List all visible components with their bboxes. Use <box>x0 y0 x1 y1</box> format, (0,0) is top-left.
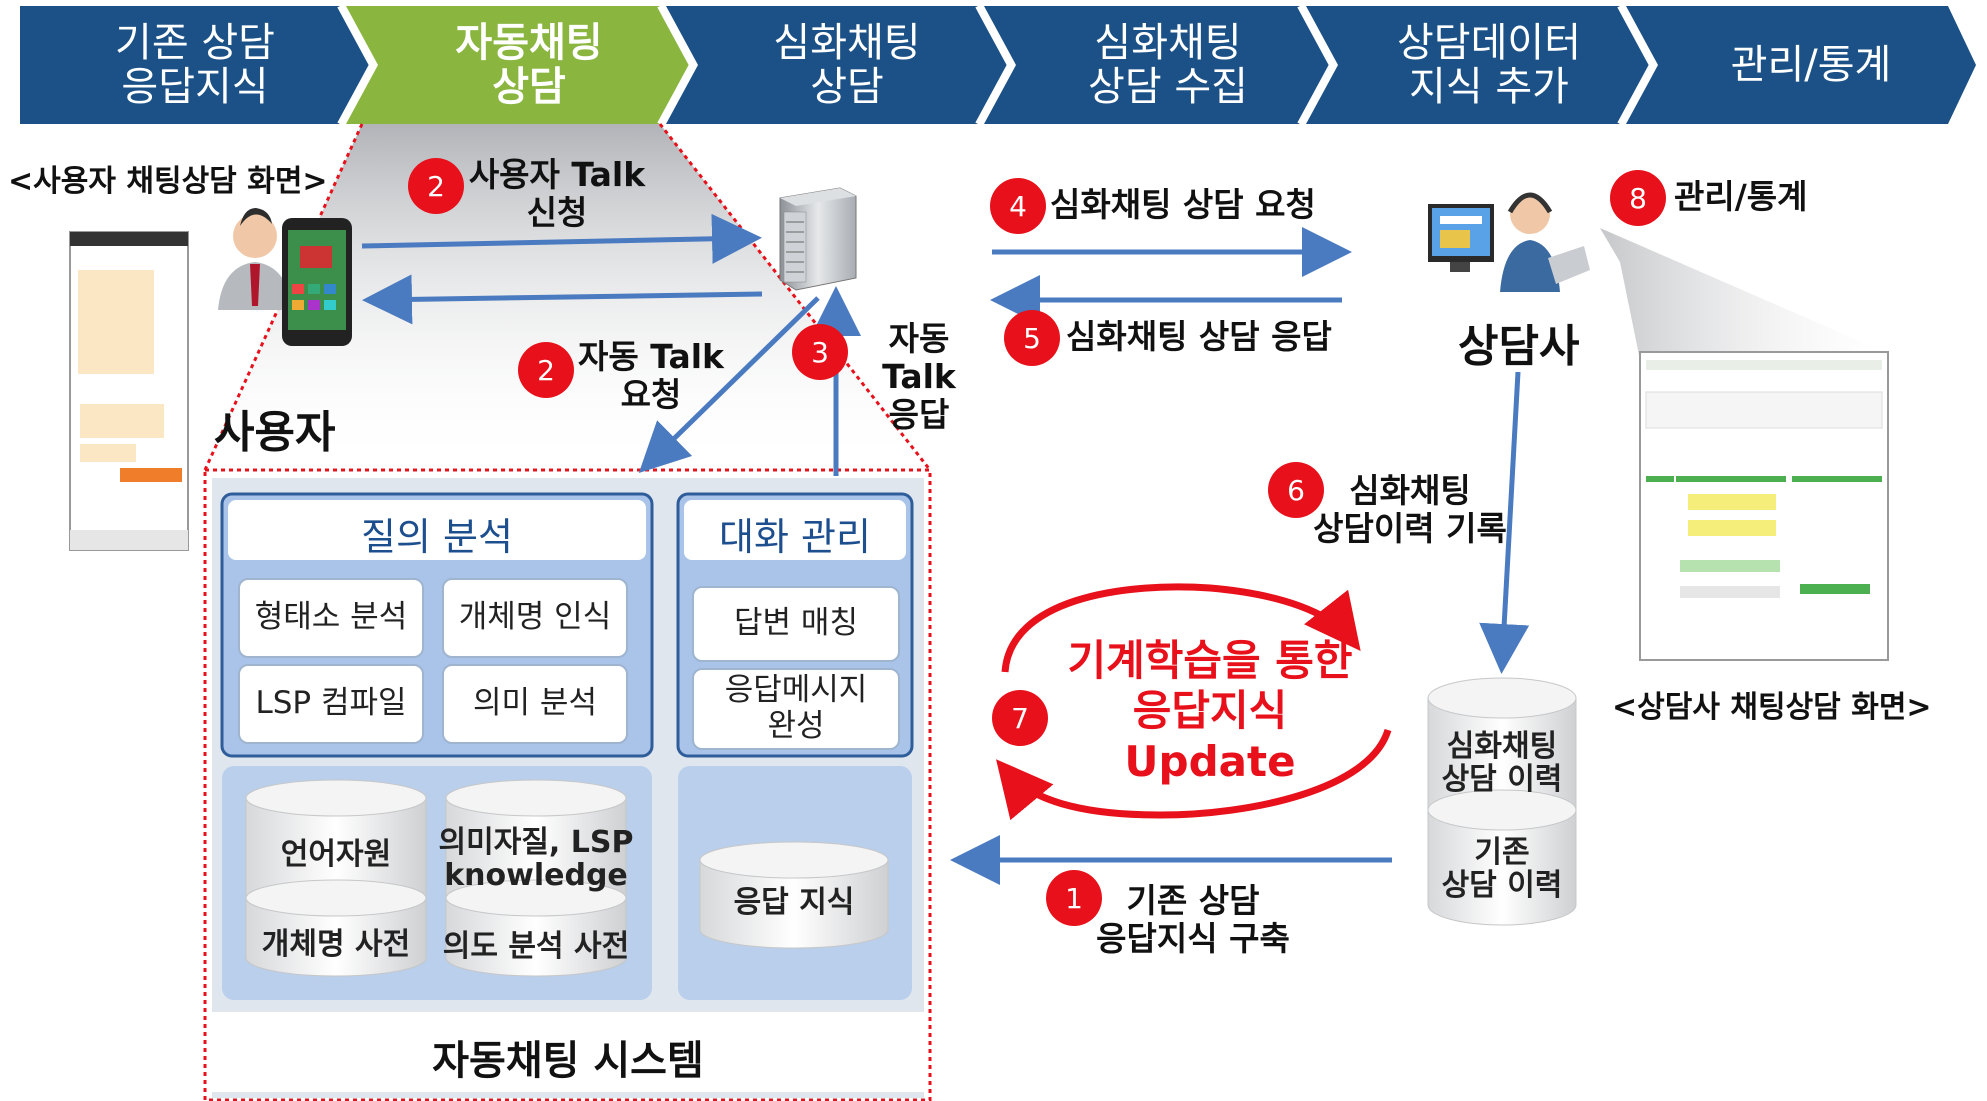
arrow-user-to-server <box>361 213 762 264</box>
process-step-3: 심화채팅 상담 <box>684 6 1010 124</box>
process-step-5-label: 상담데이터 지식 추가 <box>1397 20 1581 110</box>
flow-badge-2b: 2 <box>518 342 574 398</box>
db-deep-history-label: 심화채팅 상담 이력 <box>1441 729 1563 797</box>
user-screen-caption: <사용자 채팅상담 화면> <box>8 164 328 199</box>
arrow-server-to-system <box>638 296 820 473</box>
dialog-panel-title: 대화 관리 <box>719 515 871 559</box>
flow-badge-4: 4 <box>990 178 1046 234</box>
process-step-4: 심화채팅 상담 수집 <box>1004 6 1332 124</box>
cylinder-existing-history <box>1427 789 1577 926</box>
ml-update-line-1: 기계학습을 통한 <box>1067 636 1353 685</box>
flow-badge-1: 1 <box>1046 870 1102 926</box>
db-semantic-lsp-label: 의미자질, LSP knowledge <box>438 825 634 893</box>
process-step-6-label: 관리/통계 <box>1730 42 1892 88</box>
db-language-resource-label: 언어자원 <box>280 837 392 872</box>
cylinder-intent-dict <box>445 879 627 977</box>
counselor-screen-thumbnail-icon <box>1639 351 1889 661</box>
ml-update-label: 기계학습을 통한 응답지식 Update <box>1040 636 1380 787</box>
process-step-6: 관리/통계 <box>1646 6 1976 124</box>
query-panel-title: 질의 분석 <box>361 515 513 559</box>
cylinder-entity-dict <box>245 879 427 977</box>
process-step-shape-2 <box>346 6 692 124</box>
flow-label-auto-talk-response: 자동 Talk 응답 <box>882 319 956 434</box>
process-step-shape-4 <box>984 6 1332 124</box>
process-step-2: 자동채팅 상담 <box>366 6 692 124</box>
system-title-area <box>212 1012 924 1092</box>
user-person-icon <box>218 208 292 310</box>
db-intent-dict-label: 의도 분석 사전 <box>442 929 630 964</box>
counselor-screen-caption: <상담사 채팅상담 화면> <box>1612 690 1932 725</box>
arrow-counselor-to-history <box>1479 371 1530 674</box>
user-actor-label: 사용자 <box>214 407 336 458</box>
process-step-5: 상담데이터 지식 추가 <box>1326 6 1652 124</box>
process-step-1: 기존 상담 응답지식 <box>20 6 370 124</box>
module-morpheme-analysis: 형태소 분석 <box>238 578 424 658</box>
module-lsp-compile: LSP 컴파일 <box>238 664 424 744</box>
process-step-shape-5 <box>1306 6 1652 124</box>
process-step-3-label: 심화채팅 상담 <box>773 20 921 110</box>
smartphone-icon <box>282 218 352 346</box>
flow-badge-3: 3 <box>792 324 848 380</box>
flow-label-deep-history: 심화채팅 상담이력 기록 <box>1313 471 1507 548</box>
counselor-actor-label: 상담사 <box>1458 321 1580 372</box>
process-step-4-label: 심화채팅 상담 수집 <box>1088 20 1248 110</box>
module-answer-matching: 답변 매칭 <box>692 586 900 662</box>
process-step-shape-1 <box>20 6 372 124</box>
flow-label-auto-talk-request: 자동 Talk 요청 <box>578 337 724 414</box>
ml-arrow-bottom <box>996 728 1392 821</box>
process-step-shape-3 <box>666 6 1010 124</box>
flow-label-build-knowledge: 기존 상담 응답지식 구축 <box>1096 881 1290 958</box>
flow-badge-8: 8 <box>1610 170 1666 226</box>
ml-arrow-top <box>1001 583 1361 673</box>
ml-update-line-3: Update <box>1124 736 1296 786</box>
process-bar <box>20 4 1976 126</box>
db-response-knowledge-label: 응답 지식 <box>733 885 855 920</box>
flow-badge-2a: 2 <box>408 158 464 214</box>
phone-screen-thumbnail-icon <box>69 231 189 551</box>
process-step-1-label: 기존 상담 응답지식 <box>115 20 275 110</box>
flow-label-deep-response: 심화채팅 상담 응답 <box>1066 317 1332 356</box>
ml-update-line-2: 응답지식 <box>1132 686 1288 736</box>
db-existing-history-label: 기존 상담 이력 <box>1441 835 1563 903</box>
flow-label-user-talk: 사용자 Talk 신청 <box>468 155 646 232</box>
module-semantic-analysis: 의미 분석 <box>442 664 628 744</box>
server-icon <box>779 187 857 291</box>
module-entity-recognition: 개체명 인식 <box>442 578 628 658</box>
counselor-zoom-funnel <box>1600 228 1890 360</box>
flow-badge-6: 6 <box>1268 462 1324 518</box>
db-entity-dict-label: 개체명 사전 <box>261 927 411 962</box>
funnel-edge-right <box>658 123 932 471</box>
system-title: 자동채팅 시스템 <box>432 1038 704 1084</box>
module-response-completion: 응답메시지 완성 <box>692 668 900 750</box>
cylinder-response-knowledge <box>699 841 889 949</box>
process-step-2-label: 자동채팅 상담 <box>455 20 603 110</box>
counselor-headset-icon <box>1428 192 1590 292</box>
flow-label-management: 관리/통계 <box>1674 177 1808 216</box>
flow-label-deep-request: 심화채팅 상담 요청 <box>1050 185 1316 224</box>
flow-badge-7: 7 <box>992 690 1048 746</box>
arrow-server-to-user <box>362 274 763 325</box>
flow-badge-5: 5 <box>1004 310 1060 366</box>
process-step-shape-6 <box>1626 6 1976 124</box>
